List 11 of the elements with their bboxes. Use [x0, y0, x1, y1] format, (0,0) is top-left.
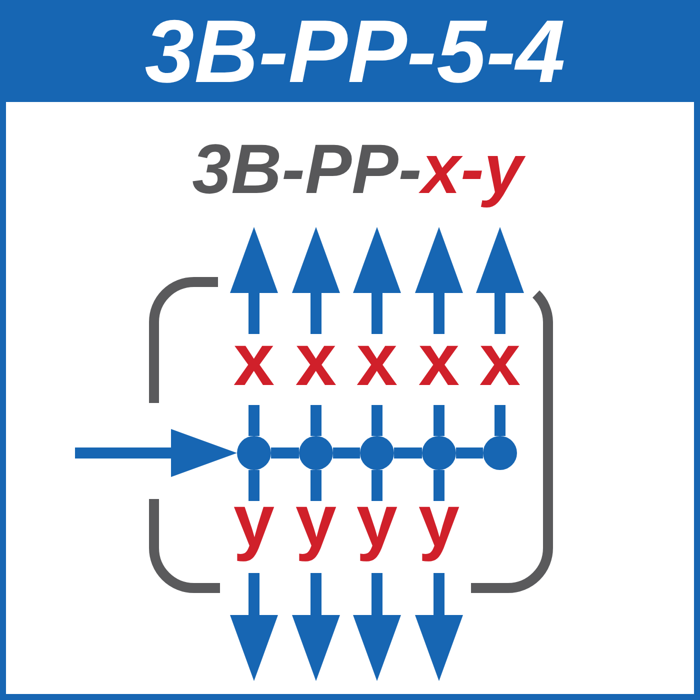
junction-dot	[483, 436, 517, 470]
connector-line	[333, 448, 360, 458]
junction-dot	[360, 436, 394, 470]
connector-line	[456, 448, 483, 458]
junction-dot	[237, 436, 271, 470]
connector-line	[271, 448, 299, 458]
connector-line	[394, 448, 422, 458]
junction-dot	[422, 436, 456, 470]
title: 3B-PP-5-4	[144, 7, 566, 96]
junction-dot	[299, 436, 333, 470]
arrow	[75, 429, 237, 477]
